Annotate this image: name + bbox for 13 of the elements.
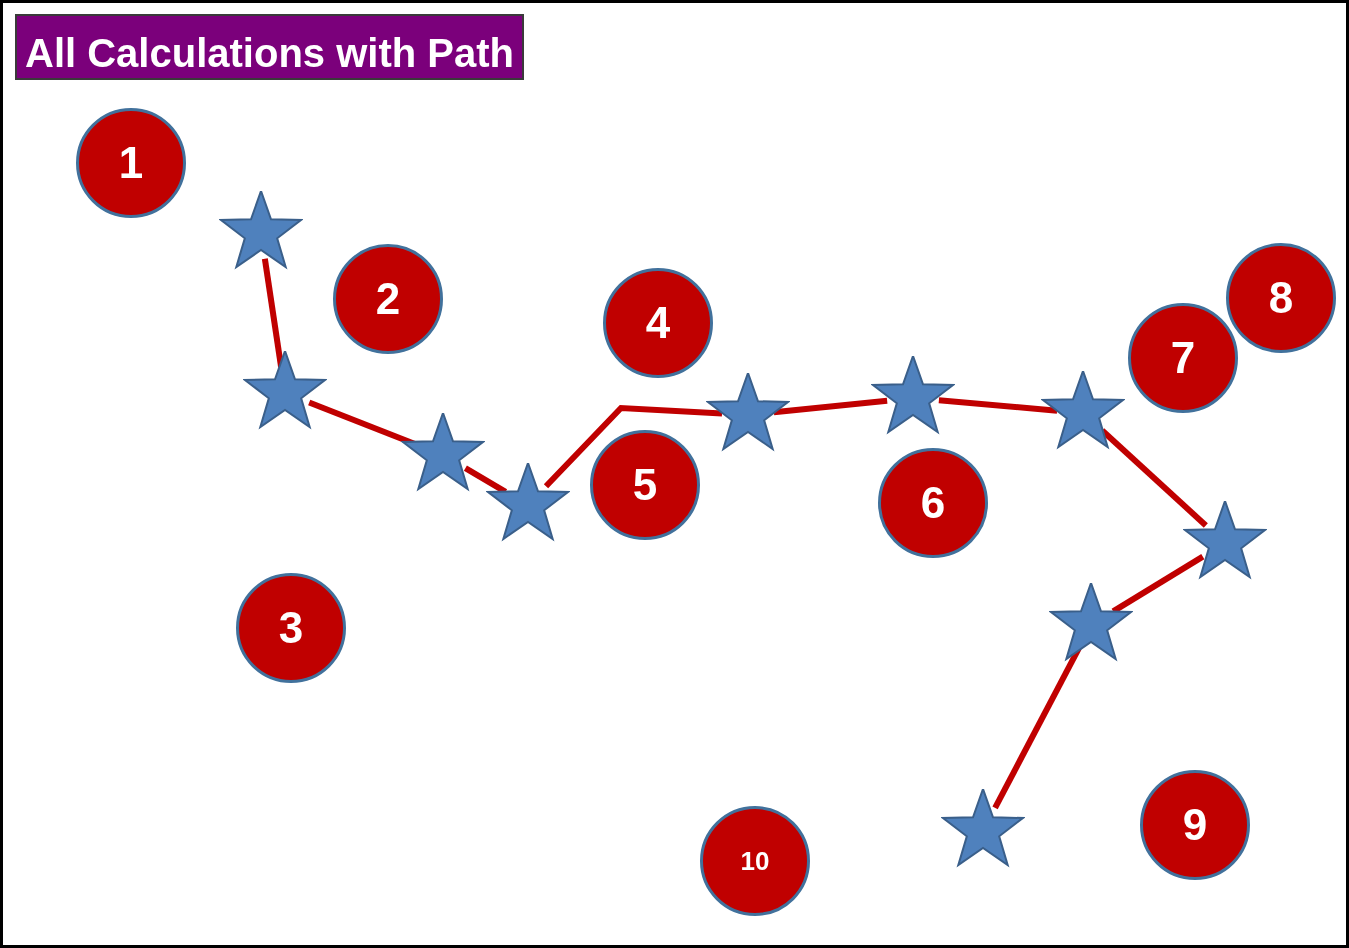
circle-number: 6	[920, 481, 946, 525]
circle-number: 7	[1170, 336, 1196, 380]
circle-number: 2	[375, 277, 401, 321]
path-line	[938, 397, 1058, 414]
circle-number: 9	[1182, 803, 1208, 847]
circle-number: 4	[645, 301, 671, 345]
circle-number: 8	[1268, 276, 1294, 320]
circle-number: 5	[632, 463, 658, 507]
path-line	[773, 397, 888, 416]
title-banner: All Calculations with Path	[15, 14, 524, 80]
circle-number: 10	[740, 848, 770, 874]
circle-number: 3	[278, 606, 304, 650]
circle-number: 1	[118, 141, 144, 185]
